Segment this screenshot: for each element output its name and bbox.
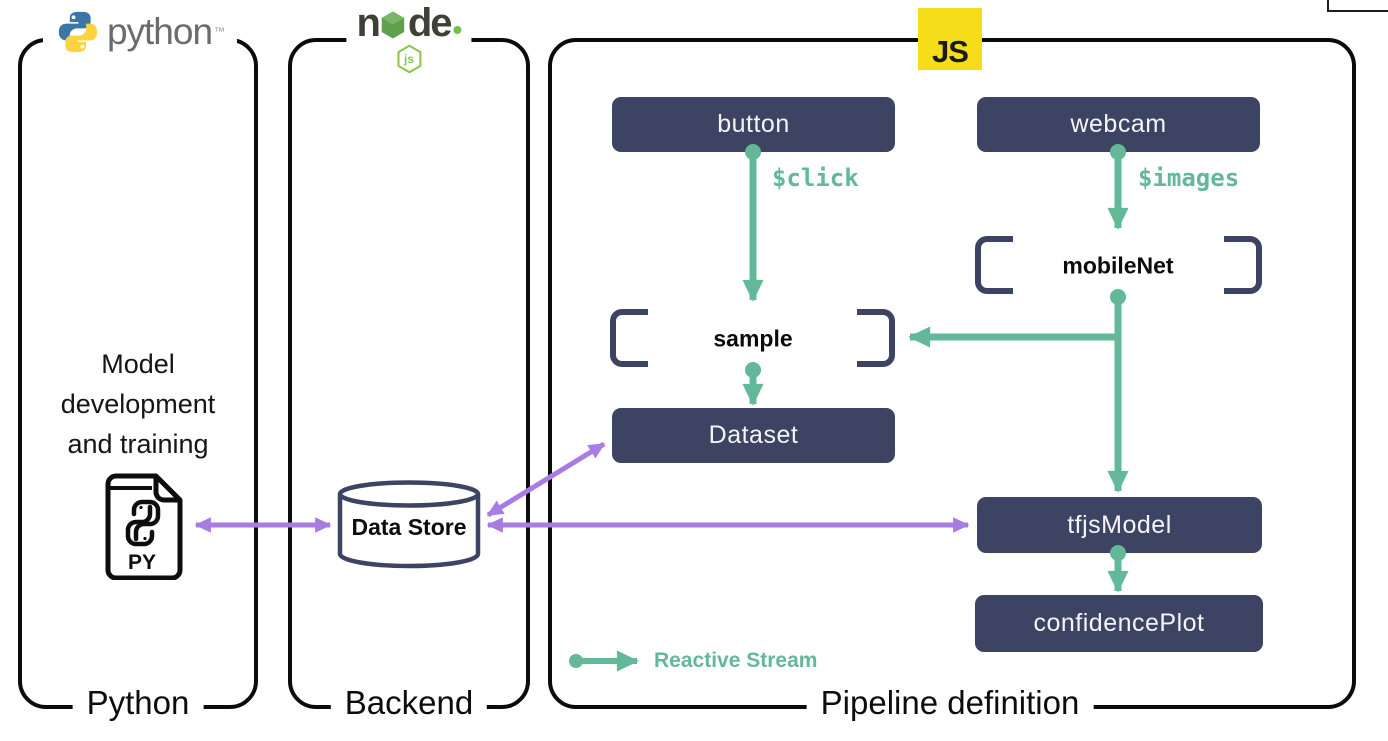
node-sample: sample: [713, 325, 793, 352]
js-logo: JS: [918, 8, 982, 70]
python-logo-tm: ™: [214, 26, 226, 38]
datastore-label: Data Store: [351, 514, 467, 540]
nodejs-js-badge-icon: js: [395, 44, 423, 74]
node-tfjsmodel: tfjsModel: [977, 497, 1262, 553]
pipeline-panel-label: Pipeline definition: [806, 684, 1094, 722]
node-mobilenet: mobileNet: [1062, 252, 1174, 279]
click-stream-label: $click: [772, 164, 859, 192]
js-logo-label: JS: [932, 34, 969, 69]
nodejs-wordmark-de: de: [407, 1, 453, 45]
python-snake-icon: [58, 11, 98, 53]
nodejs-wordmark-n: n: [356, 1, 380, 45]
sample-left-bracket-icon: [610, 309, 648, 367]
python-file-label: PY: [128, 551, 156, 574]
node-dataset: Dataset: [612, 408, 895, 463]
legend-reactive-stream-label: Reactive Stream: [654, 649, 818, 672]
python-panel-label: Python: [72, 684, 204, 722]
python-logo: python ™: [42, 5, 238, 59]
images-stream-label: $images: [1138, 164, 1240, 192]
backend-panel: [288, 38, 530, 709]
nodejs-dot-icon: [453, 26, 462, 34]
sample-right-bracket-icon: [857, 309, 895, 367]
cropped-frame-fragment: [1327, 0, 1388, 12]
mobilenet-right-bracket-icon: [1224, 236, 1262, 294]
model-development-caption: Model development and training: [60, 349, 216, 459]
mobilenet-left-bracket-icon: [975, 236, 1013, 294]
backend-panel-label: Backend: [330, 684, 488, 722]
nodejs-logo: n de js: [346, 1, 472, 74]
datastore-cylinder-icon: Data Store: [334, 480, 484, 570]
python-logo-wordmark: python: [106, 11, 213, 52]
node-button: button: [612, 97, 895, 152]
nodejs-js-badge-label: js: [403, 52, 414, 66]
node-webcam: webcam: [977, 97, 1260, 152]
node-confidenceplot: confidencePlot: [975, 595, 1263, 652]
python-file-icon: PY: [100, 472, 184, 581]
nodejs-hexagon-icon: [382, 11, 405, 39]
